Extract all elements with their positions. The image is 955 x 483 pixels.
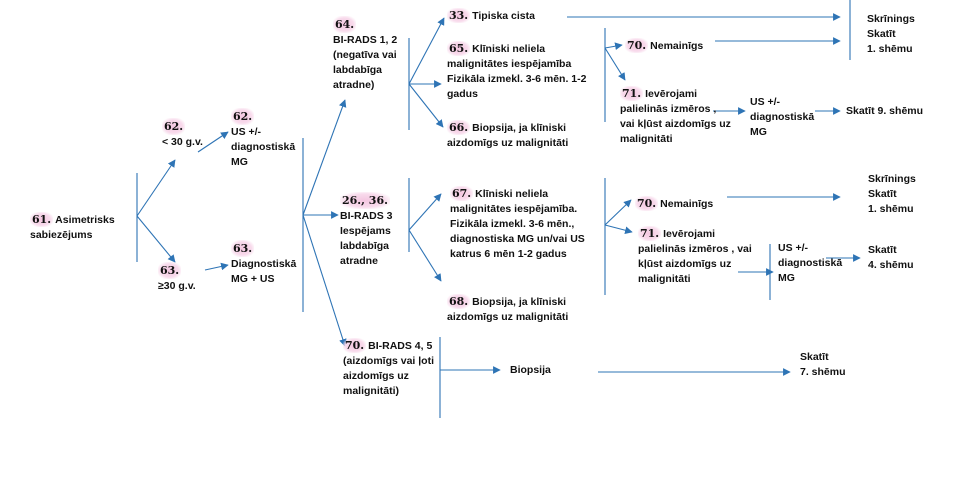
node-71-increases: 71.Ievērojami palielinās izmēros , vai k… [620, 86, 731, 147]
node-62b-text: US +/- diagnostiskā MG [231, 126, 296, 168]
step-number-65: 65. [447, 41, 471, 56]
node-66-biopsy: 66.Biopsija, ja klīniski aizdomīgs uz ma… [447, 120, 568, 151]
node-70b-text: BI-RADS 4, 5 (aizdomīgs vai ļoti aizdomī… [343, 340, 435, 397]
node-62a-text: < 30 g.v. [162, 136, 203, 148]
node-see-scheme-9-text: Skatīt 9. shēmu [846, 105, 924, 117]
node-66-text: Biopsija, ja klīniski aizdomīgs uz malig… [447, 122, 569, 149]
node-63b-text: Diagnostiskā MG + US [231, 258, 297, 285]
step-number-26-36: 26., 36. [340, 192, 390, 209]
step-number-66: 66. [447, 120, 471, 135]
node-us-mg-4-text: US +/- diagnostiskā MG [778, 242, 843, 284]
node-screening-1-text: Skrīnings Skatīt 1. shēmu [867, 13, 915, 55]
node-33-typical-cyst: 33.Tipiska cista [447, 8, 535, 24]
node-70c-text: Nemainīgs [660, 198, 714, 210]
step-number-68: 68. [447, 294, 471, 309]
node-61-text: Asimetrisks sabiezējums [30, 214, 115, 241]
step-number-62b: 62. [231, 108, 255, 125]
step-number-71a: 71. [620, 86, 644, 101]
node-see-scheme-7: Skatīt 7. shēmu [800, 350, 846, 380]
node-64-birads-1-2: 64. BI-RADS 1, 2 (negatīva vai labdabīga… [333, 16, 397, 93]
node-us-mg-9: US +/- diagnostiskā MG [750, 95, 814, 140]
node-64-text: BI-RADS 1, 2 (negatīva vai labdabīga atr… [333, 34, 398, 91]
step-number-64: 64. [333, 16, 357, 33]
node-68-text: Biopsija, ja klīniski aizdomīgs uz malig… [447, 296, 569, 323]
step-number-70c: 70. [635, 196, 659, 211]
node-screening-2: Skrīnings Skatīt 1. shēmu [868, 172, 916, 217]
node-62-age-under-30: 62. < 30 g.v. [162, 118, 203, 150]
step-number-63b: 63. [231, 240, 255, 257]
node-68-biopsy: 68.Biopsija, ja klīniski aizdomīgs uz ma… [447, 294, 568, 325]
node-67-low-malignancy: 67.Klīniski neliela malignitātes iespēja… [450, 186, 585, 262]
node-62-us-mg: 62. US +/- diagnostiskā MG [231, 108, 295, 170]
node-33-text: Tipiska cista [472, 10, 535, 22]
node-screening-1: Skrīnings Skatīt 1. shēmu [867, 12, 915, 57]
step-number-62a: 62. [162, 118, 186, 135]
step-number-33: 33. [447, 8, 471, 23]
node-see-scheme-9: Skatīt 9. shēmu [846, 104, 923, 119]
node-us-mg-4: US +/- diagnostiskā MG [778, 241, 842, 286]
node-67-text: Klīniski neliela malignitātes iespējamīb… [450, 188, 585, 260]
node-26-36-text: BI-RADS 3 Iespējams labdabīga atradne [340, 210, 393, 267]
node-65-text: Klīniski neliela malignitātes iespējamīb… [447, 43, 587, 100]
node-70-birads-4-5: 70.BI-RADS 4, 5 (aizdomīgs vai ļoti aizd… [343, 338, 434, 399]
step-number-67: 67. [450, 186, 474, 201]
step-number-70a: 70. [625, 38, 649, 53]
step-number-71b: 71. [638, 226, 662, 241]
step-number-63a: 63. [158, 262, 182, 279]
node-61-asymmetric-density: 61.Asimetrisks sabiezējums [30, 212, 115, 243]
node-biopsy-text: Biopsija [510, 364, 551, 376]
node-26-36-birads-3: 26., 36. BI-RADS 3 Iespējams labdabīga a… [340, 192, 393, 269]
node-70a-text: Nemainīgs [650, 40, 704, 52]
node-us-mg-9-text: US +/- diagnostiskā MG [750, 96, 815, 138]
node-71-increases-2: 71.Ievērojami palielinās izmēros , vai k… [638, 226, 752, 287]
step-number-61: 61. [30, 212, 54, 227]
node-70-unchanged: 70.Nemainīgs [625, 38, 703, 54]
node-biopsy: Biopsija [510, 363, 551, 378]
node-63-diagnostic-mg-us: 63. Diagnostiskā MG + US [231, 240, 296, 287]
node-screening-2-text: Skrīnings Skatīt 1. shēmu [868, 173, 916, 215]
node-71a-text: Ievērojami palielinās izmēros , vai kļūs… [620, 88, 731, 145]
step-number-70b: 70. [343, 338, 367, 353]
node-see-scheme-7-text: Skatīt 7. shēmu [800, 351, 846, 378]
node-see-scheme-4: Skatīt 4. shēmu [868, 243, 914, 273]
node-see-scheme-4-text: Skatīt 4. shēmu [868, 244, 914, 271]
node-71b-text: Ievērojami palielinās izmēros , vai kļūs… [638, 228, 752, 285]
node-70-unchanged-2: 70.Nemainīgs [635, 196, 713, 212]
node-65-low-malignancy: 65.Klīniski neliela malignitātes iespēja… [447, 41, 586, 102]
node-63-age-30-plus: 63. ≥30 g.v. [158, 262, 196, 294]
node-63a-text: ≥30 g.v. [158, 280, 196, 292]
